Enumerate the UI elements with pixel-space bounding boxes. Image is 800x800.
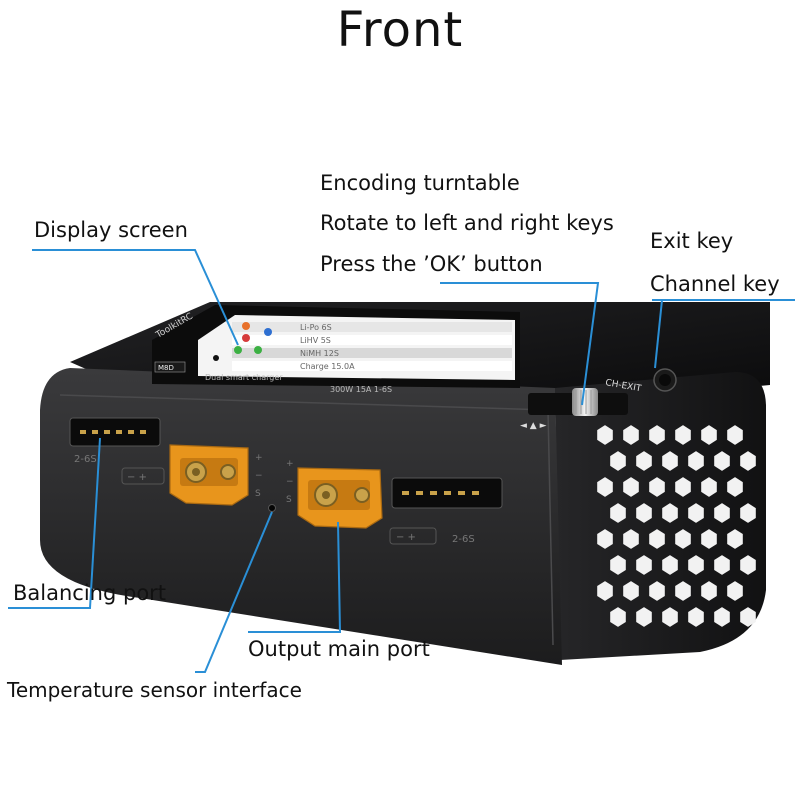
- vent-hole: [688, 503, 704, 523]
- callout-output-main-port: Output main port: [248, 637, 430, 661]
- leader-display-screen: [32, 249, 239, 346]
- vent-hole: [675, 477, 691, 497]
- vent-hole: [610, 555, 626, 575]
- balancing-port-right: − + 2-6S: [389, 477, 503, 545]
- vent-hole: [701, 581, 717, 601]
- vent-hole: [623, 477, 639, 497]
- screen-row-1: LiHV 5S: [300, 336, 331, 345]
- encoder-knob[interactable]: ◄ ▲ ►: [520, 388, 628, 431]
- vent-hole: [597, 529, 613, 549]
- diagram-title: Front: [336, 2, 464, 58]
- vent-hole: [740, 555, 756, 575]
- screen-row-2: NiMH 12S: [300, 349, 339, 358]
- vent-hole: [727, 425, 743, 445]
- vent-hole: [701, 529, 717, 549]
- vent-hole: [623, 425, 639, 445]
- vent-hole: [701, 477, 717, 497]
- svg-text:−: −: [255, 471, 263, 481]
- callout-exit-key: Exit key: [650, 229, 734, 253]
- svg-text:+: +: [286, 459, 294, 469]
- screen-row-0: Li-Po 6S: [300, 323, 332, 332]
- vent-hole: [649, 477, 665, 497]
- vent-hole: [597, 425, 613, 445]
- vent-hole: [636, 607, 652, 627]
- vent-hole: [636, 503, 652, 523]
- callout-balancing-port: Balancing port: [13, 581, 167, 605]
- vent-hole: [610, 503, 626, 523]
- vent-hole: [623, 581, 639, 601]
- leader-ch-exit: [654, 299, 663, 369]
- vent-hole: [688, 451, 704, 471]
- leader-encoder: [440, 282, 600, 406]
- temp-sensor-jack: [268, 504, 276, 512]
- vent-hole: [597, 477, 613, 497]
- rotate-arrows-icon: ◄ ▲ ►: [520, 421, 547, 431]
- vent-hole: [662, 607, 678, 627]
- vent-hole: [675, 529, 691, 549]
- vent-hole: [727, 581, 743, 601]
- vent-hole: [714, 451, 730, 471]
- vent-grille: [597, 425, 756, 627]
- svg-text:S: S: [255, 489, 261, 499]
- balance-label-left: 2-6S: [74, 454, 97, 465]
- leader-temp-sensor: [195, 511, 273, 673]
- vent-hole: [740, 503, 756, 523]
- vent-hole: [688, 607, 704, 627]
- vent-hole: [675, 425, 691, 445]
- vent-hole: [610, 451, 626, 471]
- vent-hole: [740, 451, 756, 471]
- vent-hole: [662, 451, 678, 471]
- vent-hole: [688, 555, 704, 575]
- display-screen: ToolkitRC Li-Po 6S LiHV 5S NiMH 12S Char…: [152, 305, 520, 394]
- vent-hole: [649, 581, 665, 601]
- vent-hole: [714, 503, 730, 523]
- vent-hole: [649, 425, 665, 445]
- svg-text:+: +: [255, 453, 263, 463]
- output-port-left: + − S: [169, 444, 263, 506]
- ch-exit-button[interactable]: [653, 368, 677, 392]
- screen-row-3: Charge 15.0A: [300, 362, 355, 371]
- callout-rotate-keys: Rotate to left and right keys: [320, 211, 614, 235]
- vent-hole: [662, 555, 678, 575]
- vent-hole: [727, 529, 743, 549]
- callout-press-ok: Press the ’OK’ button: [320, 252, 543, 276]
- vent-hole: [636, 451, 652, 471]
- svg-text:−: −: [286, 477, 294, 487]
- vent-hole: [597, 581, 613, 601]
- callout-temperature-sensor: Temperature sensor interface: [7, 678, 302, 702]
- vent-hole: [727, 477, 743, 497]
- callout-channel-key: Channel key: [650, 272, 780, 296]
- vent-hole: [675, 581, 691, 601]
- vent-hole: [623, 529, 639, 549]
- vent-hole: [610, 607, 626, 627]
- svg-text:− +: − +: [127, 472, 147, 483]
- leader-lines: [8, 249, 795, 673]
- output-port-right: + − S: [286, 459, 383, 529]
- svg-text:S: S: [286, 495, 292, 505]
- callout-encoding-turntable: Encoding turntable: [320, 171, 520, 195]
- vent-hole: [636, 555, 652, 575]
- balance-label-right: 2-6S: [452, 534, 475, 545]
- vent-hole: [740, 607, 756, 627]
- vent-hole: [701, 425, 717, 445]
- leader-output-main: [248, 521, 342, 633]
- vent-hole: [662, 503, 678, 523]
- balancing-port-left: 2-6S − +: [69, 417, 165, 485]
- subtitle-label: Dual smart charger: [205, 373, 283, 382]
- vent-hole: [649, 529, 665, 549]
- callout-display-screen: Display screen: [34, 218, 188, 242]
- leader-balancing-port: [8, 437, 101, 609]
- svg-text:− +: − +: [396, 532, 416, 543]
- vent-hole: [714, 607, 730, 627]
- spec-label: 300W 15A 1-6S: [330, 385, 392, 394]
- vent-hole: [714, 555, 730, 575]
- model-tag: M8D: [158, 364, 174, 372]
